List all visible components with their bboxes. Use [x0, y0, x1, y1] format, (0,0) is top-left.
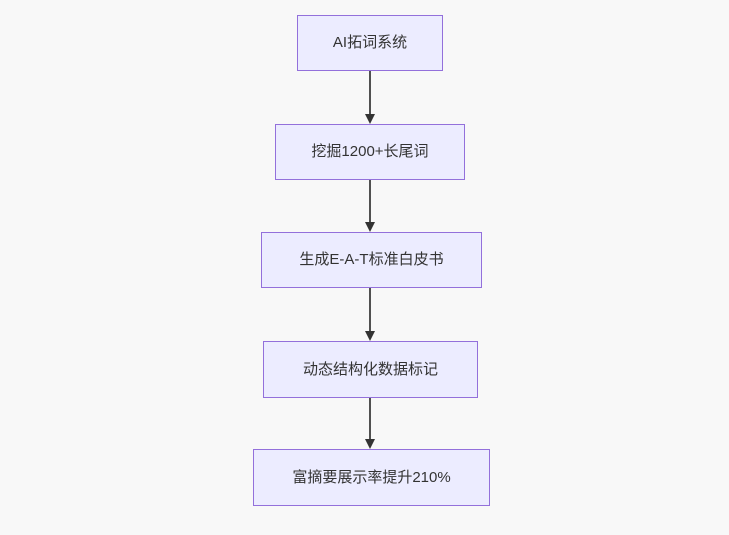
flow-node-label: 富摘要展示率提升210% [292, 468, 451, 486]
flow-edge-4 [364, 398, 376, 449]
flow-node-ai-word-system: AI拓词系统 [297, 15, 443, 71]
flow-edge-1 [364, 71, 376, 124]
flow-node-structured-data-markup: 动态结构化数据标记 [263, 341, 478, 398]
arrowhead-down-icon [365, 439, 375, 449]
arrowhead-down-icon [365, 331, 375, 341]
flow-node-label: 挖掘1200+长尾词 [311, 143, 429, 160]
flow-node-rich-snippet-result: 富摘要展示率提升210% [253, 449, 490, 506]
arrow-line [369, 288, 371, 331]
flow-node-longtail-mining: 挖掘1200+长尾词 [275, 124, 465, 180]
arrowhead-down-icon [365, 114, 375, 124]
arrowhead-down-icon [365, 222, 375, 232]
flow-node-eat-whitepaper: 生成E-A-T标准白皮书 [261, 232, 482, 288]
arrow-line [369, 180, 371, 222]
flow-edge-3 [364, 288, 376, 341]
flow-edge-2 [364, 180, 376, 232]
flow-node-label: 生成E-A-T标准白皮书 [299, 251, 444, 268]
flow-node-label: AI拓词系统 [332, 34, 408, 51]
flow-node-label: 动态结构化数据标记 [302, 360, 438, 378]
arrow-line [369, 71, 371, 114]
arrow-line [369, 398, 371, 439]
